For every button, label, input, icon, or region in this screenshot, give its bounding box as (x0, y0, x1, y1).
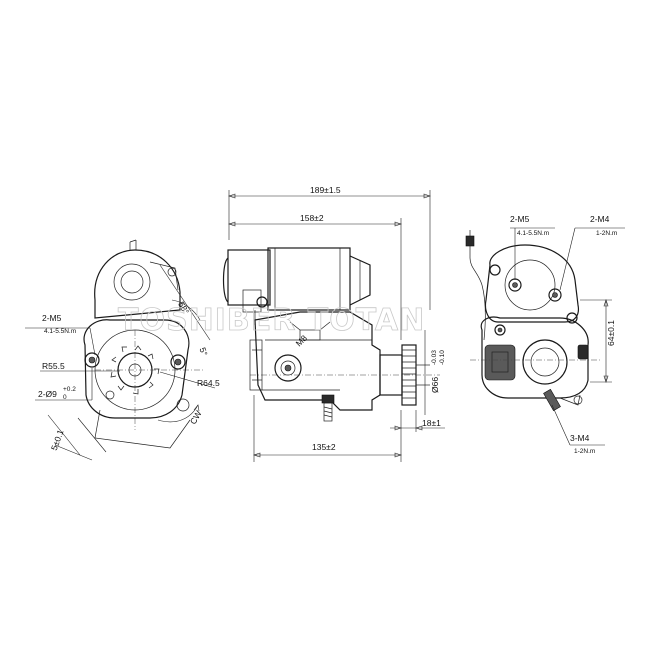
rear-height-label: 64±0.1 (606, 320, 616, 346)
hole-tol-lower-label: 0 (63, 394, 67, 401)
radius-64-label: R64.5 (197, 378, 220, 388)
rear-m4-torque-label: 1-2N.m (596, 230, 617, 237)
rear-view (465, 230, 600, 412)
pinion-offset-label: 18±1 (422, 418, 441, 428)
watermark-text: TOSHIBER TOTAN (118, 303, 425, 338)
hole-spec-label: 2-Ø9 (38, 389, 57, 399)
base-length-label: 135±2 (312, 442, 336, 452)
rear-m5-spec-label: 2-M5 (510, 214, 530, 224)
pinion-dia-label: Ø66 (430, 377, 440, 393)
pinion-gear-front (110, 345, 160, 395)
front-view (83, 239, 205, 449)
hole-tol-upper-label: +0.2 (63, 386, 76, 393)
side-view-dimensions: 189±1.5 158±2 135±2 18±1 Ø66 -0.03 -0.10… (228, 185, 446, 462)
pinion-tol-lower-label: -0.10 (439, 350, 446, 365)
radius-55-label: R55.5 (42, 361, 65, 371)
rear-view-dimensions: 2-M5 4.1-5.5N.m 2-M4 1-2N.m 64±0.1 3-M4 … (510, 214, 625, 455)
bottom-m4-spec-label: 3-M4 (570, 433, 590, 443)
overall-length-label: 189±1.5 (310, 185, 341, 195)
bottom-m4-torque-label: 1-2N.m (574, 448, 595, 455)
angle-5-label: 5° (198, 346, 210, 357)
front-view-dimensions: 2-M5 4.1-5.5N.m R55.5 R64.5 2-Ø9 +0.2 0 … (25, 264, 220, 461)
body-length-label: 158±2 (300, 213, 324, 223)
side-view (222, 247, 440, 422)
front-bolt-torque-label: 4.1-5.5N.m (44, 328, 76, 335)
rotation-label: CW (188, 409, 204, 426)
rear-m4-spec-label: 2-M4 (590, 214, 610, 224)
front-bolt-spec-label: 2-M5 (42, 313, 62, 323)
rear-m5-torque-label: 4.1-5.5N.m (517, 230, 549, 237)
pinion-tol-upper-label: -0.03 (431, 350, 438, 365)
